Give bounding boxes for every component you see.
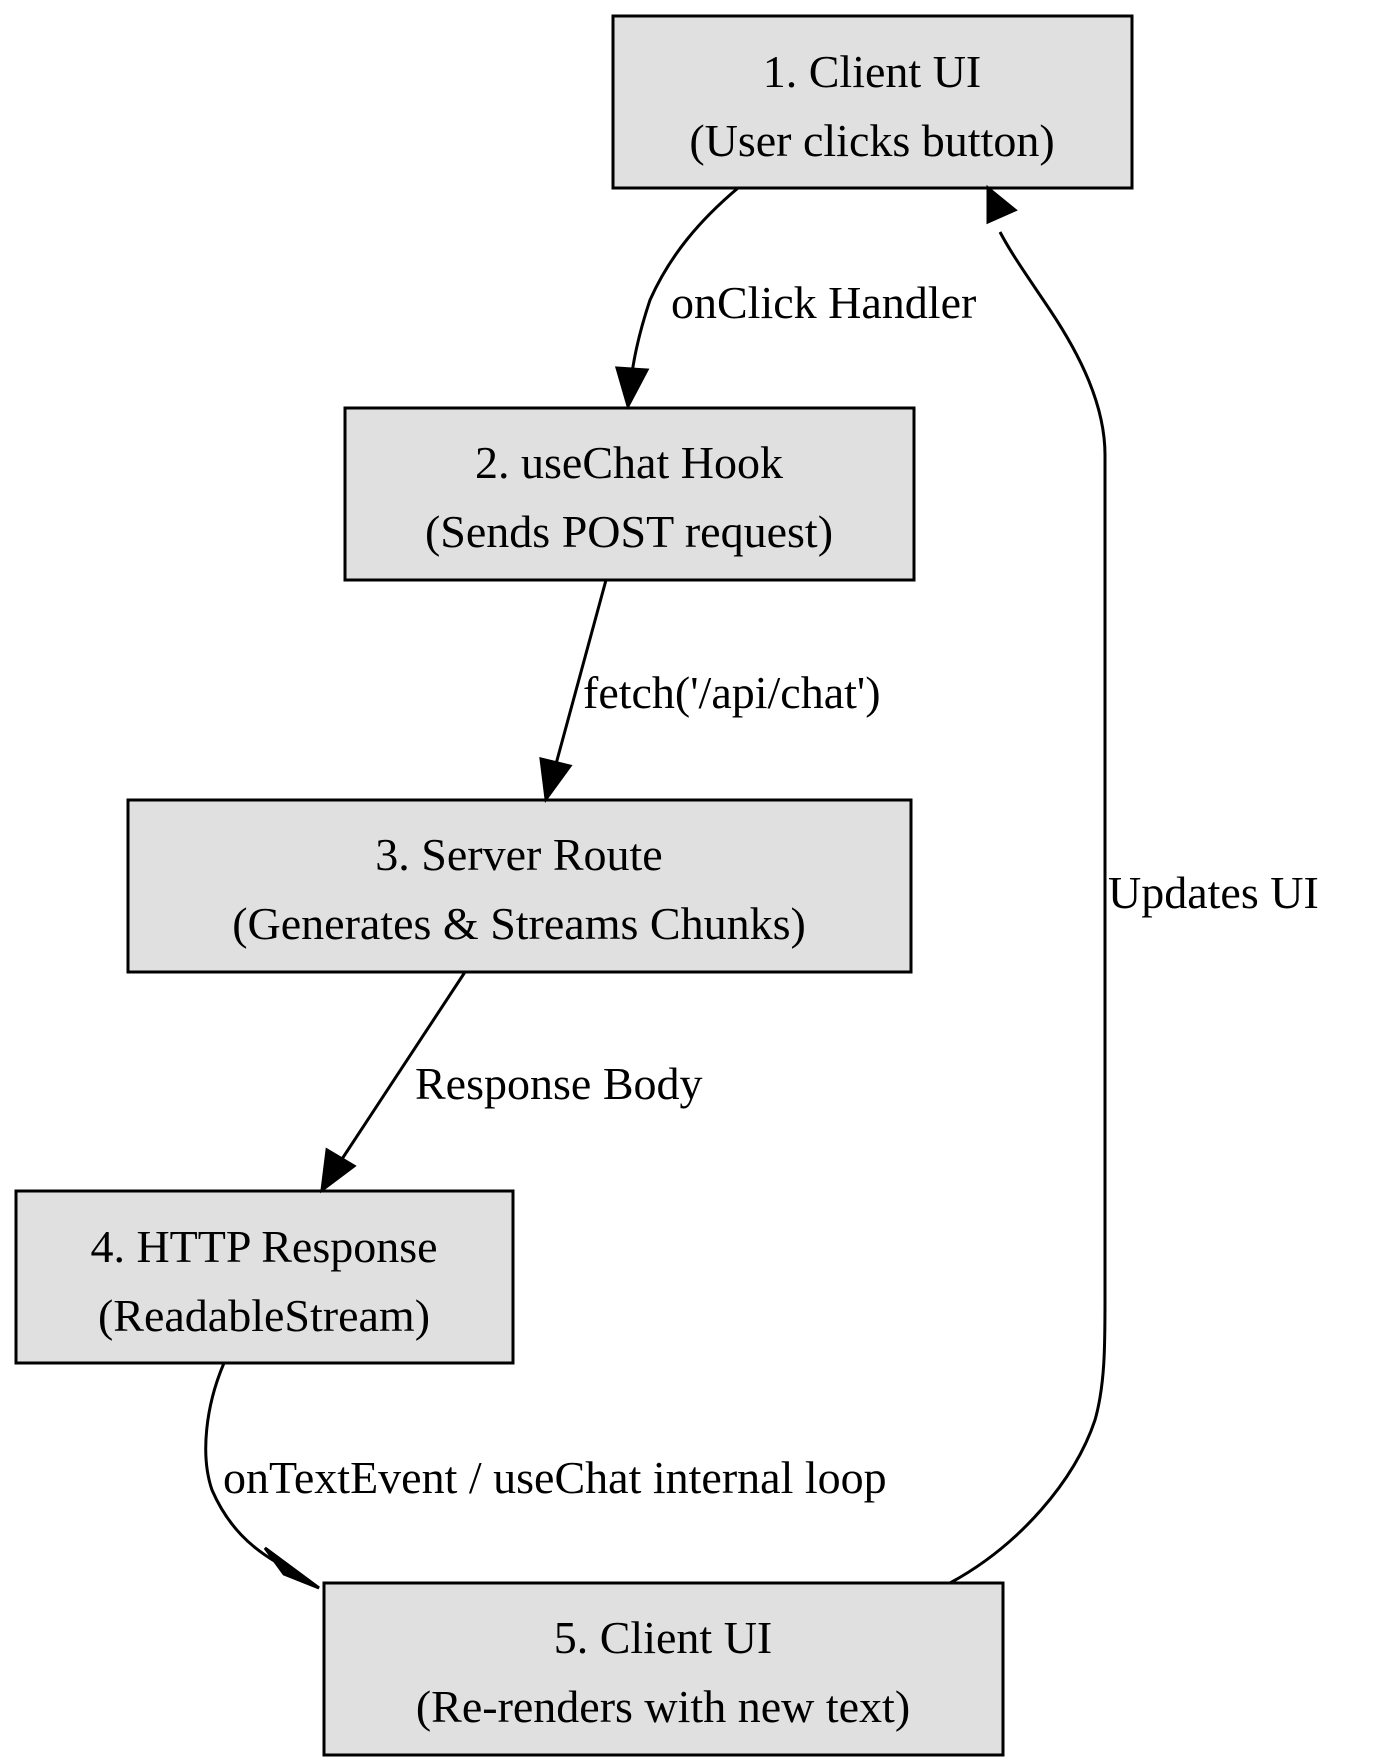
node-title: 5. Client UI: [554, 1612, 772, 1663]
edge-label: fetch('/api/chat'): [583, 667, 881, 718]
edge-line: [949, 231, 1107, 1585]
edge-label: onTextEvent / useChat internal loop: [223, 1452, 887, 1503]
node-http-response: 4. HTTP Response (ReadableStream): [14, 1189, 515, 1365]
edge-line: [340, 971, 467, 1160]
edge-response-body: Response Body: [320, 971, 703, 1194]
edge-label: onClick Handler: [671, 277, 976, 328]
edge-updates-ui: Updates UI: [949, 184, 1319, 1585]
edge-ontextevent-loop: onTextEvent / useChat internal loop: [204, 1362, 887, 1590]
edge-fetch-api-chat: fetch('/api/chat'): [539, 579, 881, 803]
edge-label: Updates UI: [1108, 867, 1319, 918]
edge-arrowhead: [539, 757, 573, 803]
node-subtitle: (Sends POST request): [425, 506, 833, 557]
node-title: 2. useChat Hook: [475, 437, 783, 488]
edge-arrowhead: [986, 184, 1018, 225]
node-client-ui-rerender: 5. Client UI (Re-renders with new text): [322, 1581, 1005, 1757]
node-title: 1. Client UI: [763, 46, 981, 97]
edge-line: [554, 579, 608, 765]
edge-arrowhead: [263, 1546, 320, 1590]
node-client-ui-click: 1. Client UI (User clicks button): [611, 14, 1134, 190]
node-box: [611, 14, 1134, 190]
edge-arrowhead: [614, 366, 650, 410]
node-subtitle: (Generates & Streams Chunks): [232, 898, 806, 949]
node-box: [14, 1189, 515, 1365]
edge-label: Response Body: [415, 1058, 703, 1109]
node-subtitle: (Re-renders with new text): [416, 1681, 910, 1732]
edge-onclick-handler: onClick Handler: [614, 186, 976, 410]
node-title: 3. Server Route: [375, 829, 662, 880]
node-usechat-hook: 2. useChat Hook (Sends POST request): [343, 406, 916, 582]
edge-arrowhead: [320, 1147, 357, 1194]
node-box: [322, 1581, 1005, 1757]
node-box: [126, 798, 913, 974]
node-box: [343, 406, 916, 582]
node-subtitle: (User clicks button): [689, 115, 1054, 166]
edge-line: [204, 1362, 277, 1564]
node-server-route: 3. Server Route (Generates & Streams Chu…: [126, 798, 913, 974]
node-subtitle: (ReadableStream): [98, 1290, 430, 1341]
edge-line: [630, 186, 739, 374]
node-title: 4. HTTP Response: [90, 1221, 437, 1272]
